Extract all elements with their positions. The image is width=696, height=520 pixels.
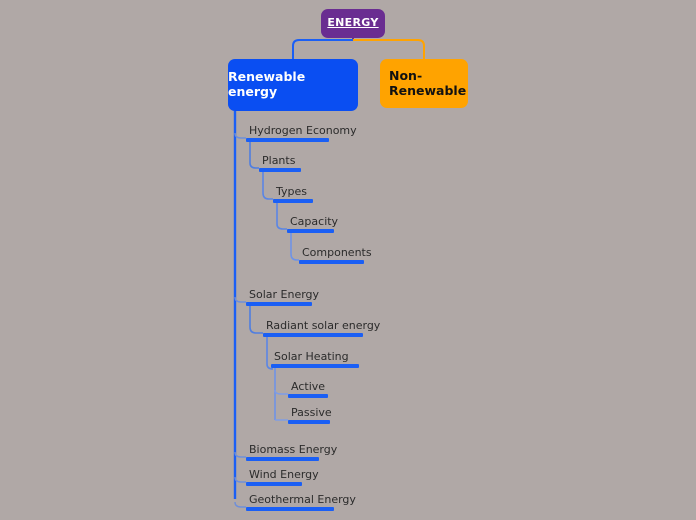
- leaf-underline: [246, 507, 334, 511]
- leaf-label: Hydrogen Economy: [249, 124, 357, 137]
- leaf-label: Passive: [291, 406, 332, 419]
- leaf-underline: [299, 260, 364, 264]
- leaf-underline: [246, 302, 312, 306]
- leaf-label: Wind Energy: [249, 468, 319, 481]
- node-label: ENERGY: [327, 16, 379, 30]
- leaf-label: Radiant solar energy: [266, 319, 381, 332]
- node-energy-root[interactable]: ENERGY: [321, 9, 385, 38]
- leaf-label: Biomass Energy: [249, 443, 338, 456]
- node-non-renewable[interactable]: Non-Renewable: [380, 59, 468, 108]
- node-renewable-energy[interactable]: Renewable energy: [228, 59, 358, 111]
- leaf-node[interactable]: Geothermal Energy: [246, 493, 356, 511]
- leaf-node[interactable]: Types: [273, 185, 313, 203]
- leaf-underline: [288, 394, 328, 398]
- leaf-underline: [273, 199, 313, 203]
- leaf-node[interactable]: Passive: [288, 406, 332, 424]
- leaf-node[interactable]: Components: [299, 246, 372, 264]
- node-label: Non-Renewable: [389, 67, 467, 98]
- leaf-underline: [246, 482, 302, 486]
- leaf-label: Types: [276, 185, 307, 198]
- leaf-node[interactable]: Biomass Energy: [246, 443, 337, 461]
- leaf-label: Active: [291, 380, 326, 393]
- leaf-node[interactable]: Hydrogen Economy: [246, 124, 357, 142]
- leaf-underline: [259, 168, 301, 172]
- leaf-underline: [246, 457, 319, 461]
- leaf-node[interactable]: Wind Energy: [246, 468, 319, 486]
- leaf-node[interactable]: Solar Energy: [246, 288, 319, 306]
- leaf-label: Solar Energy: [249, 288, 320, 301]
- leaf-underline: [287, 229, 334, 233]
- leaf-label: Capacity: [290, 215, 339, 228]
- leaf-underline: [263, 333, 363, 337]
- leaf-node[interactable]: Radiant solar energy: [263, 319, 380, 337]
- leaf-label: Geothermal Energy: [249, 493, 356, 506]
- leaf-underline: [288, 420, 330, 424]
- node-label: Renewable energy: [228, 69, 306, 99]
- leaf-label: Solar Heating: [274, 350, 349, 363]
- leaf-underline: [271, 364, 359, 368]
- leaf-label: Plants: [262, 154, 296, 167]
- leaf-node[interactable]: Active: [288, 380, 328, 398]
- leaf-node[interactable]: Solar Heating: [271, 350, 359, 368]
- leaf-node[interactable]: Plants: [259, 154, 301, 172]
- leaf-node[interactable]: Capacity: [287, 215, 338, 233]
- leaf-underline: [246, 138, 329, 142]
- leaf-label: Components: [302, 246, 372, 259]
